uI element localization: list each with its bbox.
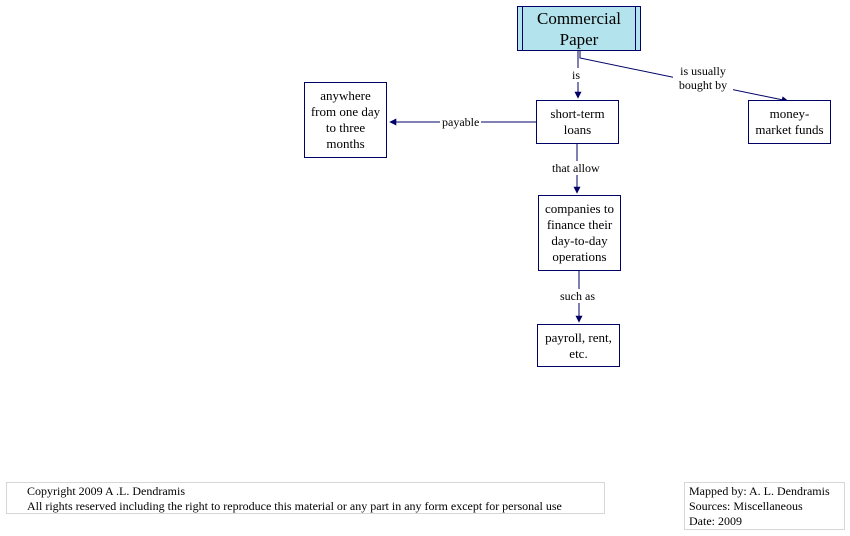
- node-companies: companies to finance their day-to-day op…: [538, 195, 621, 271]
- node-commercial-paper: Commercial Paper: [517, 6, 641, 51]
- node-money-market-funds: money-market funds: [748, 100, 831, 144]
- link-label-that-allow: that allow: [550, 161, 602, 175]
- node-payroll: payroll, rent, etc.: [537, 324, 620, 367]
- node-companies-text: companies to finance their day-to-day op…: [545, 201, 614, 264]
- map-info-box: Mapped by: A. L. Dendramis Sources: Misc…: [684, 482, 845, 530]
- node-short-term-loans: short-term loans: [536, 100, 619, 144]
- link-label-is-usually-bought-by: is usually bought by: [673, 64, 733, 92]
- copyright-line-2: All rights reserved including the right …: [27, 499, 562, 513]
- copyright-line-1: Copyright 2009 A .L. Dendramis: [27, 484, 185, 498]
- mapped-by-text: Mapped by: A. L. Dendramis: [689, 484, 830, 498]
- node-anywhere-from-one-day: anywhere from one day to three months: [304, 82, 387, 158]
- link-label-payable: payable: [440, 115, 482, 129]
- node-money-market-text: money-market funds: [755, 106, 824, 137]
- link-label-is: is: [570, 68, 583, 82]
- sources-text: Sources: Miscellaneous: [689, 499, 803, 513]
- node-anywhere-text: anywhere from one day to three months: [310, 88, 381, 151]
- copyright-box: Copyright 2009 A .L. Dendramis All right…: [6, 482, 605, 514]
- date-text: Date: 2009: [689, 514, 742, 528]
- node-commercial-paper-text: Commercial Paper: [536, 8, 622, 49]
- node-payroll-text: payroll, rent, etc.: [545, 329, 612, 361]
- node-short-term-loans-text: short-term loans: [550, 106, 605, 137]
- link-label-such-as: such as: [558, 289, 597, 303]
